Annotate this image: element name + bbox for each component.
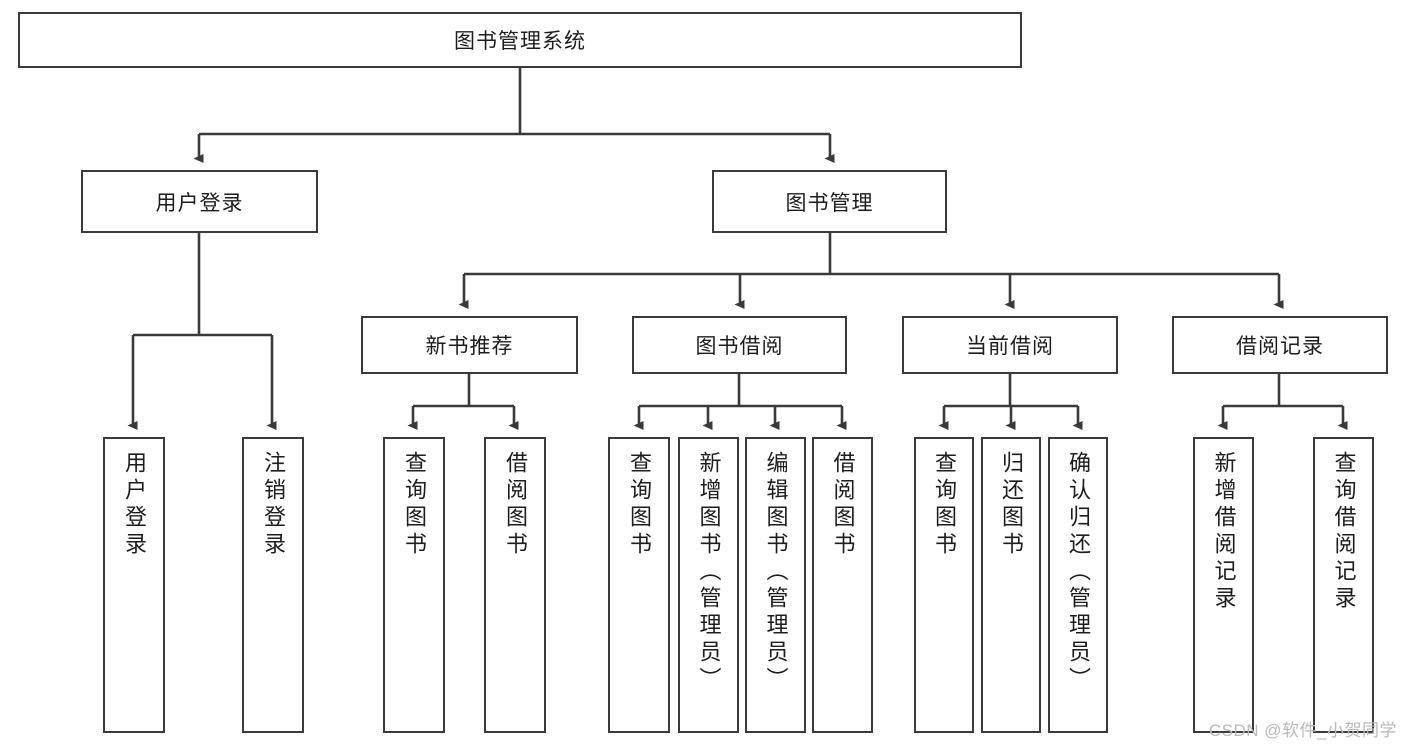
node-current-borrow[interactable]: 当前借阅 [902,316,1118,374]
leaf-borrow-edit-book[interactable]: 编辑图书（管理员） [745,437,806,733]
node-label: 借阅图书 [502,451,528,559]
leaf-borrow-query-book[interactable]: 查询图书 [608,437,670,733]
leaf-user-login-login[interactable]: 用户登录 [103,437,165,733]
node-label: 查询借阅记录 [1331,451,1357,613]
node-book-management[interactable]: 图书管理 [712,170,947,233]
node-label: 编辑图书（管理员） [763,451,789,694]
node-label: 查询图书 [626,451,652,559]
leaf-current-confirm-return[interactable]: 确认归还（管理员） [1048,437,1108,733]
leaf-borrow-add-book[interactable]: 新增图书（管理员） [678,437,739,733]
node-label: 新增借阅记录 [1211,451,1237,613]
leaf-record-add-record[interactable]: 新增借阅记录 [1193,437,1254,733]
node-label: 用户登录 [121,451,147,559]
node-label: 图书管理 [785,191,874,215]
node-label: 归还图书 [998,451,1024,559]
node-label: 新书推荐 [425,335,514,358]
watermark-text: CSDN @软件_小贺同学 [1208,721,1397,740]
node-book-borrow[interactable]: 图书借阅 [632,316,847,374]
node-label: 借阅图书 [830,451,856,559]
node-label: 图书管理系统 [454,30,586,53]
node-user-login[interactable]: 用户登录 [81,170,318,233]
node-new-book-recommend[interactable]: 新书推荐 [361,316,578,374]
node-label: 图书借阅 [695,335,784,358]
leaf-current-return-book[interactable]: 归还图书 [981,437,1041,733]
node-label: 借阅记录 [1236,335,1324,358]
node-label: 当前借阅 [966,335,1054,358]
node-borrow-record[interactable]: 借阅记录 [1172,316,1388,374]
node-label: 查询图书 [931,451,957,559]
leaf-user-login-logout[interactable]: 注销登录 [242,437,304,733]
node-label: 查询图书 [401,451,427,559]
leaf-record-query-record[interactable]: 查询借阅记录 [1313,437,1374,733]
node-root-system[interactable]: 图书管理系统 [18,12,1022,68]
leaf-borrow-borrow-book[interactable]: 借阅图书 [812,437,873,733]
node-label: 用户登录 [155,191,244,215]
node-label: 注销登录 [260,451,286,559]
leaf-current-query-book[interactable]: 查询图书 [914,437,974,733]
node-label: 确认归还（管理员） [1065,451,1091,694]
leaf-recommend-borrow-book[interactable]: 借阅图书 [484,437,546,733]
node-label: 新增图书（管理员） [696,451,722,694]
leaf-recommend-query-book[interactable]: 查询图书 [383,437,445,733]
